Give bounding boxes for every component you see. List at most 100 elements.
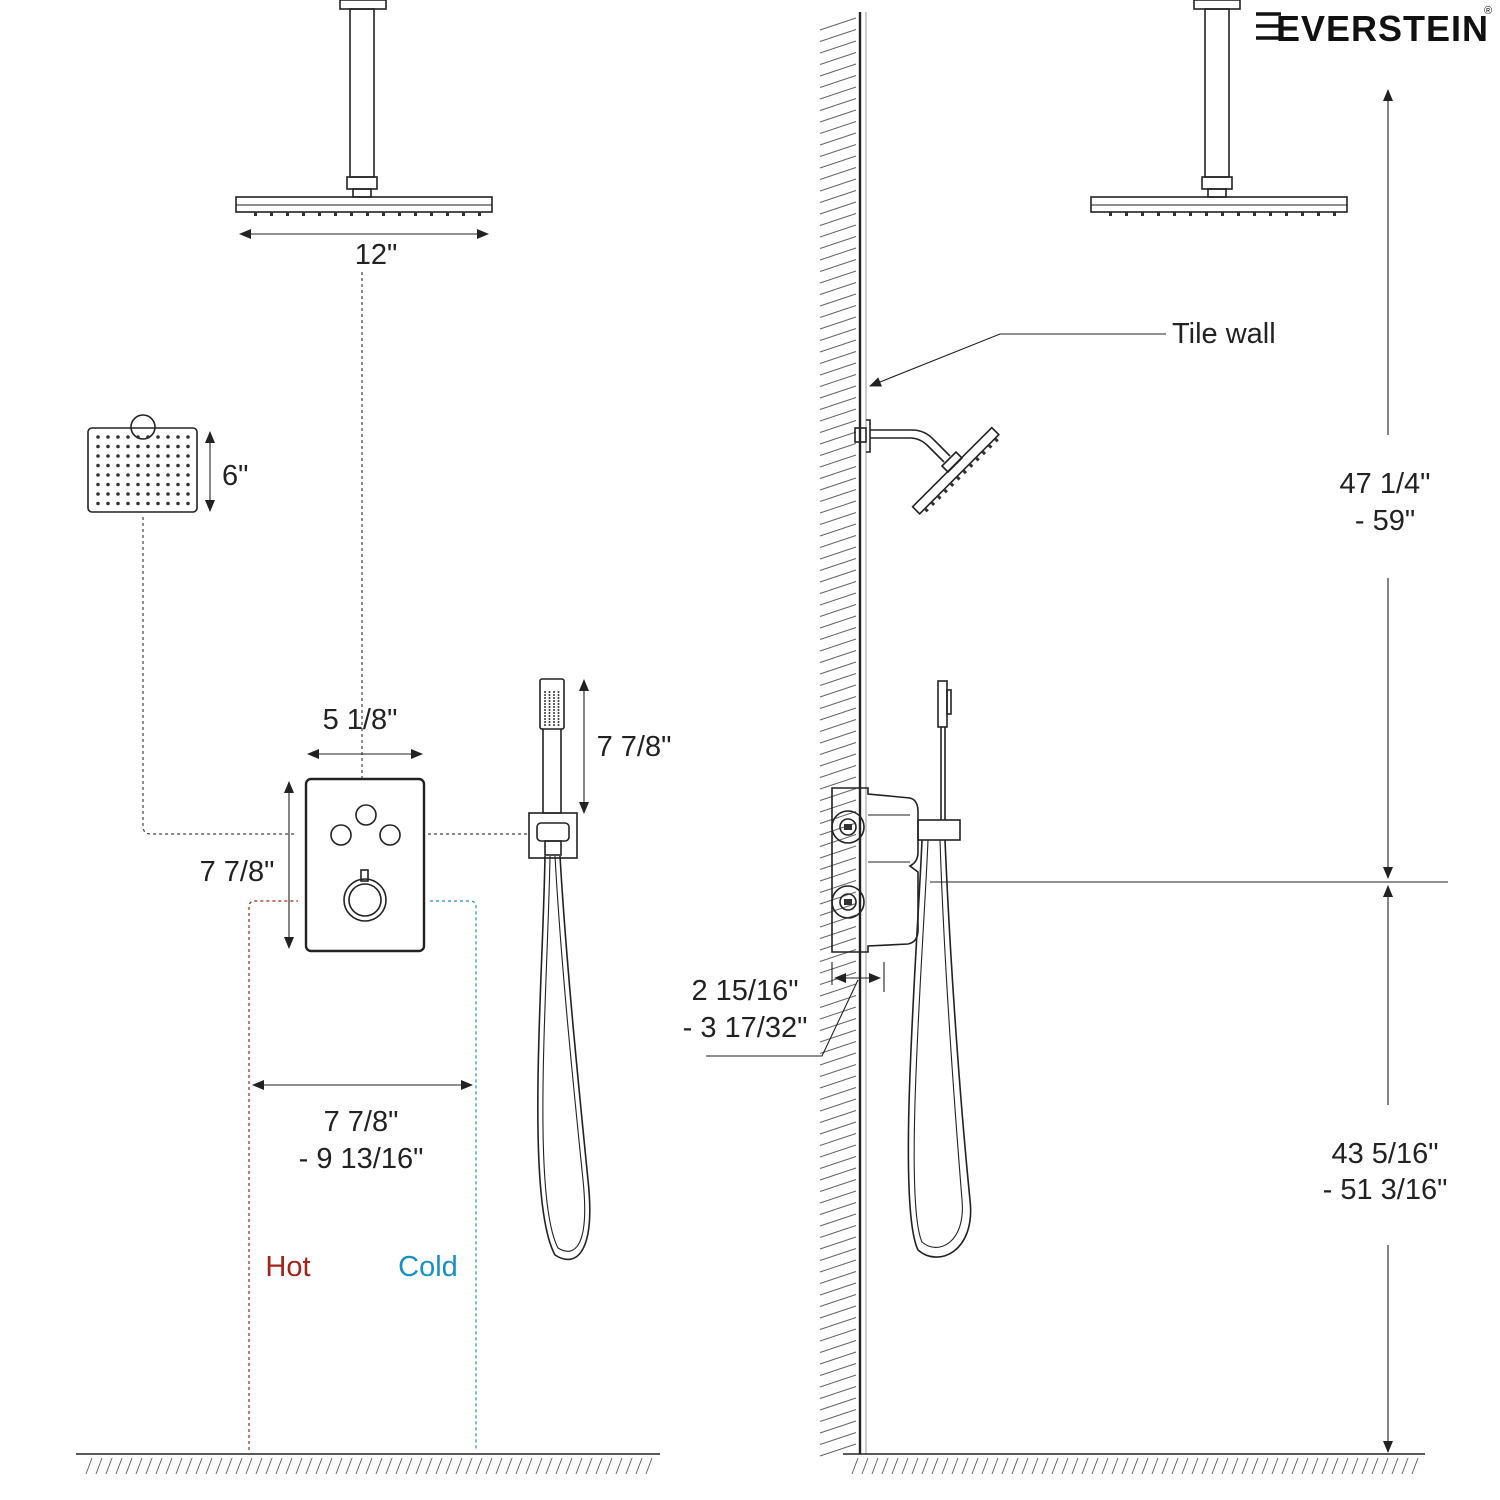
floor-hatch-stroke xyxy=(1361,1457,1369,1475)
wall-hatch-stroke xyxy=(819,316,857,330)
nozzle xyxy=(557,712,560,714)
upper-height-label-1: 47 1/4" xyxy=(1340,468,1431,500)
floor-hatch-stroke xyxy=(525,1457,533,1475)
wall-hatch-stroke xyxy=(819,569,857,583)
wall-hatch-stroke xyxy=(819,673,857,686)
wall-hatch-stroke xyxy=(819,650,857,663)
floor-hatch-stroke xyxy=(1041,1457,1049,1475)
floor-hatch-stroke xyxy=(1231,1457,1239,1475)
nozzle xyxy=(398,212,401,216)
nozzle xyxy=(1141,212,1144,216)
nozzle xyxy=(156,454,160,458)
nozzle xyxy=(1237,212,1240,216)
nozzle xyxy=(553,694,555,696)
wall-hatch-stroke xyxy=(819,1006,857,1020)
wall-hatch-stroke xyxy=(819,696,857,709)
wall-hatch-stroke xyxy=(819,17,857,31)
floor-hatch-stroke xyxy=(85,1457,93,1475)
nozzle xyxy=(557,691,560,693)
wall-hatch-stroke xyxy=(819,788,857,801)
wall-hatch-stroke xyxy=(819,1213,857,1227)
floor-hatch-stroke xyxy=(545,1457,553,1475)
floor-hatch-stroke xyxy=(1211,1457,1219,1475)
wall-hatch-stroke xyxy=(819,75,857,88)
floor-hatch-stroke xyxy=(365,1457,373,1475)
tile-wall-label: Tile wall xyxy=(1172,318,1276,350)
nozzle xyxy=(126,454,130,458)
nozzle xyxy=(116,482,120,487)
thermostatic-valve-icon xyxy=(304,777,426,953)
floor-hatch-stroke xyxy=(1351,1457,1359,1475)
wall-hatch-stroke xyxy=(819,1144,857,1158)
wall-hatch-stroke xyxy=(819,558,857,571)
floor-hatch-stroke xyxy=(115,1457,123,1475)
lower-height-label-2: - 51 3/16" xyxy=(1323,1174,1448,1206)
nozzle xyxy=(126,482,130,487)
nozzle xyxy=(166,444,170,449)
nozzle xyxy=(186,492,190,496)
wall-hatch-stroke xyxy=(819,1167,857,1181)
wall-hatch-stroke xyxy=(819,213,857,226)
floor-hatch-stroke xyxy=(235,1457,243,1475)
wall-hatch-stroke xyxy=(819,661,857,675)
wall-hatch-stroke xyxy=(819,995,857,1008)
floor-hatch-stroke xyxy=(245,1457,253,1475)
wall-hatch-stroke xyxy=(819,1282,857,1296)
floor-hatch-stroke xyxy=(1371,1457,1379,1475)
wall-hatch-stroke xyxy=(819,1041,857,1054)
nozzle xyxy=(106,444,110,449)
cold-label: Cold xyxy=(398,1251,458,1283)
wall-hatch-stroke xyxy=(819,374,857,387)
nozzle xyxy=(176,444,180,449)
floor-hatch-stroke xyxy=(1061,1457,1069,1475)
wall-hatch-stroke xyxy=(819,1432,857,1445)
floor-hatch-stroke xyxy=(881,1457,889,1475)
floor-hatch-stroke xyxy=(555,1457,563,1475)
wall-hatch-stroke xyxy=(819,1098,857,1112)
nozzle xyxy=(1317,212,1320,216)
nozzle xyxy=(302,212,305,216)
nozzle xyxy=(478,212,481,216)
floor-hatch-stroke xyxy=(1291,1457,1299,1475)
floor-hatch-stroke xyxy=(901,1457,909,1475)
tile-wall-leader xyxy=(869,333,1166,387)
nozzle xyxy=(96,454,100,458)
floor-hatch-stroke xyxy=(195,1457,203,1475)
handheld-shower-side-icon xyxy=(907,680,972,1258)
nozzle xyxy=(136,454,140,458)
wall-hatch-stroke xyxy=(819,224,857,238)
nozzle xyxy=(544,694,546,696)
wall-hatch-stroke xyxy=(819,845,857,859)
handheld-height-label: 7 7/8" xyxy=(597,731,672,763)
nozzle xyxy=(949,482,955,487)
nozzle xyxy=(557,715,560,717)
wall-hatch-stroke xyxy=(819,1225,857,1238)
wall-hatch-stroke xyxy=(819,1317,857,1330)
floor-hatch-stroke xyxy=(255,1457,263,1475)
nozzle xyxy=(156,463,160,468)
nozzle xyxy=(544,697,546,699)
nozzle xyxy=(1109,212,1112,216)
floor-hatch-stroke xyxy=(515,1457,523,1475)
nozzle xyxy=(557,706,560,708)
wall-hatch-stroke xyxy=(819,983,857,997)
nozzle xyxy=(270,212,273,216)
floor-hatch-stroke xyxy=(1321,1457,1329,1475)
wall-hatch-stroke xyxy=(819,535,857,548)
nozzle xyxy=(557,709,560,711)
handheld-shower-icon xyxy=(528,678,591,1261)
floor-hatch-stroke xyxy=(871,1457,879,1475)
nozzle xyxy=(146,501,150,506)
nozzle xyxy=(548,715,551,717)
front-view: 12" 6" 5 1/8" 7 7/8" 7 7/8" xyxy=(76,0,672,1475)
wall-hatch-stroke xyxy=(819,1340,857,1353)
wall-hatch-stroke xyxy=(819,500,857,514)
nozzle xyxy=(136,473,140,477)
floor-hatch-stroke xyxy=(1301,1457,1309,1475)
upper-height-label-2: - 59" xyxy=(1355,505,1415,537)
nozzle xyxy=(553,697,555,699)
wall-hatch-stroke xyxy=(819,857,857,870)
floor-hatch-stroke xyxy=(1101,1457,1109,1475)
floor-hatch-stroke xyxy=(425,1457,433,1475)
